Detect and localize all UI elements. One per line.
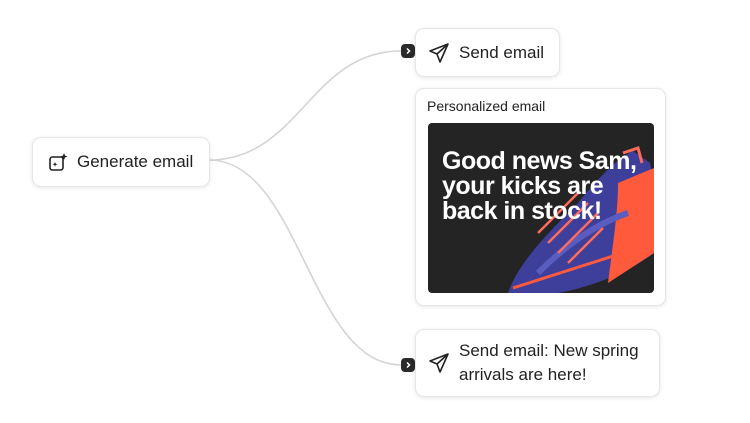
- generate-email-node[interactable]: Generate email: [32, 137, 210, 187]
- label-line-1: Send email: New spring: [459, 341, 639, 360]
- generate-sparkle-icon: [47, 151, 69, 173]
- connector-chevron-icon[interactable]: [401, 44, 415, 58]
- email-preview-image: Good news Sam, your kicks are back in st…: [428, 123, 654, 293]
- send-email-node[interactable]: Send email: [415, 28, 560, 77]
- personalized-email-card[interactable]: Personalized email Good news Sam, your k…: [415, 88, 666, 306]
- shoe-illustration: [508, 146, 654, 293]
- generate-email-label: Generate email: [77, 152, 194, 171]
- send-icon: [428, 352, 450, 374]
- send-icon: [428, 42, 450, 64]
- connector-chevron-icon[interactable]: [401, 358, 415, 372]
- wire-to-send-email: [208, 50, 402, 161]
- send-spring-email-label: Send email: New spring arrivals are here…: [459, 339, 639, 387]
- send-email-label: Send email: [459, 42, 545, 62]
- personalized-email-title: Personalized email: [427, 98, 546, 114]
- label-line-2: arrivals are here!: [459, 365, 587, 384]
- email-headline: Good news Sam, your kicks are back in st…: [442, 147, 637, 225]
- wire-to-send-spring-email: [208, 159, 402, 366]
- send-spring-email-node[interactable]: Send email: New spring arrivals are here…: [415, 329, 660, 397]
